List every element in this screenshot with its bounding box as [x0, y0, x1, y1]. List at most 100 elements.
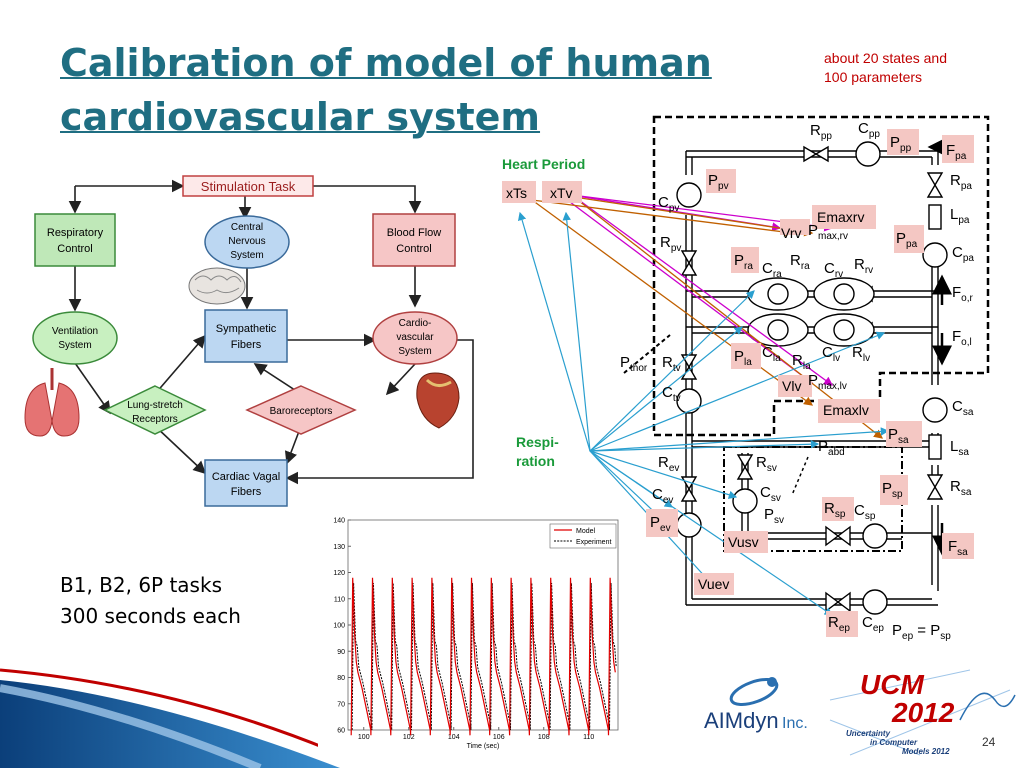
y-tick-label: 110 — [334, 596, 345, 603]
control-flowchart: Stimulation Task Respiratory Control Cen… — [24, 175, 474, 507]
rra-label: Rra — [790, 252, 810, 272]
ppp-label: Ppp — [890, 134, 912, 154]
psv-label: Psv — [764, 506, 784, 526]
vrv-label: Vrv — [781, 225, 801, 241]
cardiac-vagal-label-2: Fibers — [231, 486, 262, 498]
x-tick-label: 106 — [493, 734, 505, 741]
chart-legend: Model Experiment — [549, 523, 617, 549]
note-line-2: 100 parameters — [824, 69, 923, 85]
ucm-subtitle-1: Uncertainty — [846, 729, 891, 738]
baroreceptors-node — [245, 385, 357, 435]
cyan-respiration-arrows — [518, 211, 890, 616]
cev-label: Cev — [652, 486, 673, 506]
lsa-label: Lsa — [950, 438, 969, 458]
rpp-label: Rpp — [810, 122, 832, 142]
cardio-label-3: System — [398, 346, 431, 357]
ucm-subtitle-3: Models 2012 — [902, 747, 950, 756]
blood-flow-label-2: Control — [396, 243, 431, 255]
ppa-label: Ppa — [896, 230, 918, 250]
fsa-label: Fsa — [948, 538, 968, 558]
rev-label: Rev — [658, 454, 679, 474]
heart-period-label: Heart Period — [502, 156, 585, 172]
respiratory-control-label-2: Control — [57, 243, 92, 255]
cep-label: Cep — [862, 614, 884, 634]
ctv-label: Ctv — [662, 384, 681, 404]
ucm-2012-logo: UCM 2012 Uncertainty in Computer Models … — [829, 669, 1016, 756]
cns-label-1: Central — [231, 222, 263, 233]
ppv-label: Ppv — [708, 172, 729, 192]
psa-label: Psa — [888, 426, 909, 446]
y-tick-label: 60 — [337, 728, 345, 735]
aimdyn-logo: AIMdyn Inc. — [702, 672, 818, 734]
pla-label: Pla — [734, 348, 752, 368]
x-tick-label: 102 — [403, 734, 415, 741]
experiment-series-line — [351, 582, 617, 731]
cla-label: Cla — [762, 344, 781, 364]
blood-flow-label-1: Blood Flow — [387, 227, 441, 239]
baroreceptors-label: Baroreceptors — [270, 406, 333, 417]
sympathetic-label-1: Sympathetic — [216, 323, 277, 335]
cardiovascular-circuit-diagram: Heart Period xTs xTv Respi- ration Emaxr… — [502, 115, 990, 642]
csv-label: Csv — [760, 484, 781, 504]
fpa-label: Fpa — [946, 142, 967, 162]
slide-swoosh-decoration — [0, 668, 340, 768]
tasks-text: B1, B2, 6P tasks 300 seconds each — [60, 570, 241, 632]
y-tick-label: 130 — [333, 544, 345, 551]
orange-control-arrows — [531, 196, 884, 439]
lung-stretch-label-2: Receptors — [132, 414, 178, 425]
pthor-pointer — [623, 334, 671, 374]
capacitors — [676, 141, 948, 615]
rlv-label: Rlv — [852, 344, 870, 364]
pthor-label: Pthor — [620, 354, 648, 374]
pmaxlv-label: Pmax,lv — [808, 372, 847, 392]
fol-label: Fo,l — [952, 328, 972, 348]
cardio-label-1: Cardio- — [399, 318, 432, 329]
aimdyn-logo-icon: AIMdyn Inc. — [704, 677, 808, 733]
csp-label: Csp — [854, 502, 876, 522]
y-tick-label: 120 — [333, 570, 345, 577]
rtv-label: Rtv — [662, 354, 681, 374]
note-text: about 20 states and 100 parameters — [824, 49, 947, 87]
cpp-label: Cpp — [858, 120, 880, 140]
pep-equals-psp-label: Pep = Psp — [892, 622, 951, 642]
lung-stretch-label-1: Lung-stretch — [127, 400, 183, 411]
sympathetic-fibers-box — [204, 309, 288, 363]
emaxrv-label: Emaxrv — [817, 209, 864, 225]
pmaxrv-label: Pmax,rv — [808, 222, 848, 242]
cardiac-vagal-label-1: Cardiac Vagal — [212, 471, 280, 483]
pabd-pointer — [791, 456, 809, 496]
cns-label-2: Nervous — [228, 236, 265, 247]
heart-organ-icon — [416, 372, 460, 429]
x-tick-label: 100 — [358, 734, 370, 741]
aimdyn-inc: Inc. — [782, 715, 808, 732]
pabd-label: Pabd — [818, 438, 845, 458]
cardio-label-2: vascular — [396, 332, 434, 343]
vusv-label: Vusv — [728, 534, 759, 550]
stimulation-task-label: Stimulation Task — [201, 179, 296, 194]
central-nervous-system-node — [204, 215, 290, 269]
psp-label: Psp — [882, 480, 903, 500]
brain-icon — [188, 267, 246, 305]
lpa-label: Lpa — [950, 206, 970, 226]
ucm-year: 2012 — [891, 697, 955, 728]
ventilation-label-2: System — [58, 340, 91, 351]
emaxlv-label: Emaxlv — [823, 402, 869, 418]
rep-label: Rep — [828, 614, 850, 634]
lung-stretch-receptors-node — [103, 385, 207, 435]
note-line-1: about 20 states and — [824, 50, 947, 66]
cra-label: Cra — [762, 260, 782, 280]
xts-label: xTs — [506, 185, 527, 201]
tasks-line-2: 300 seconds each — [60, 604, 241, 628]
cpa-label: Cpa — [952, 244, 974, 264]
crv-label: Crv — [824, 260, 843, 280]
legend-experiment-label: Experiment — [576, 539, 611, 546]
ucm-text: UCM — [860, 669, 924, 700]
legend-model-label: Model — [576, 528, 596, 535]
blood-flow-control-box — [372, 213, 456, 267]
vuev-label: Vuev — [698, 576, 729, 592]
y-tick-label: 140 — [333, 518, 345, 525]
ucm-subtitle-2: in Computer — [870, 738, 918, 747]
clv-label: Clv — [822, 344, 840, 364]
y-tick-label: 90 — [337, 649, 345, 656]
